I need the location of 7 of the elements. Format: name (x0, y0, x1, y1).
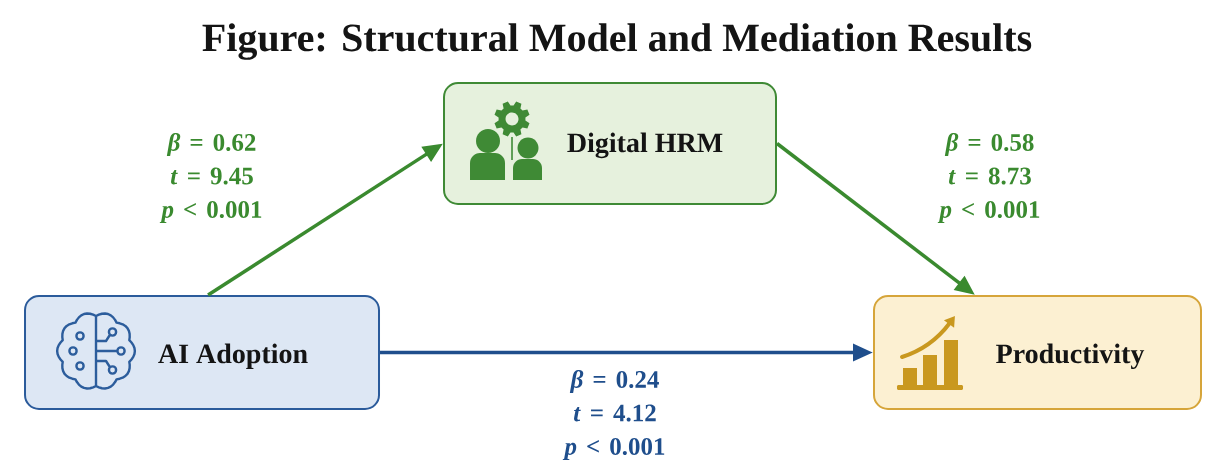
edge-label: β = 0.62 t = 9.45 p < 0.001 (159, 133, 262, 223)
edge-label: β = 0.58 t = 8.73 p < 0.001 (937, 133, 1040, 223)
edge-label: β = 0.24 t = 4.12 p < 0.001 (562, 370, 665, 460)
variable-box: Digital HRM (443, 82, 777, 205)
variable-box: AI Adoption (24, 295, 380, 410)
title: Figure: Structural Model and Mediation Results (202, 23, 1032, 60)
variable-box: Productivity (873, 295, 1202, 410)
